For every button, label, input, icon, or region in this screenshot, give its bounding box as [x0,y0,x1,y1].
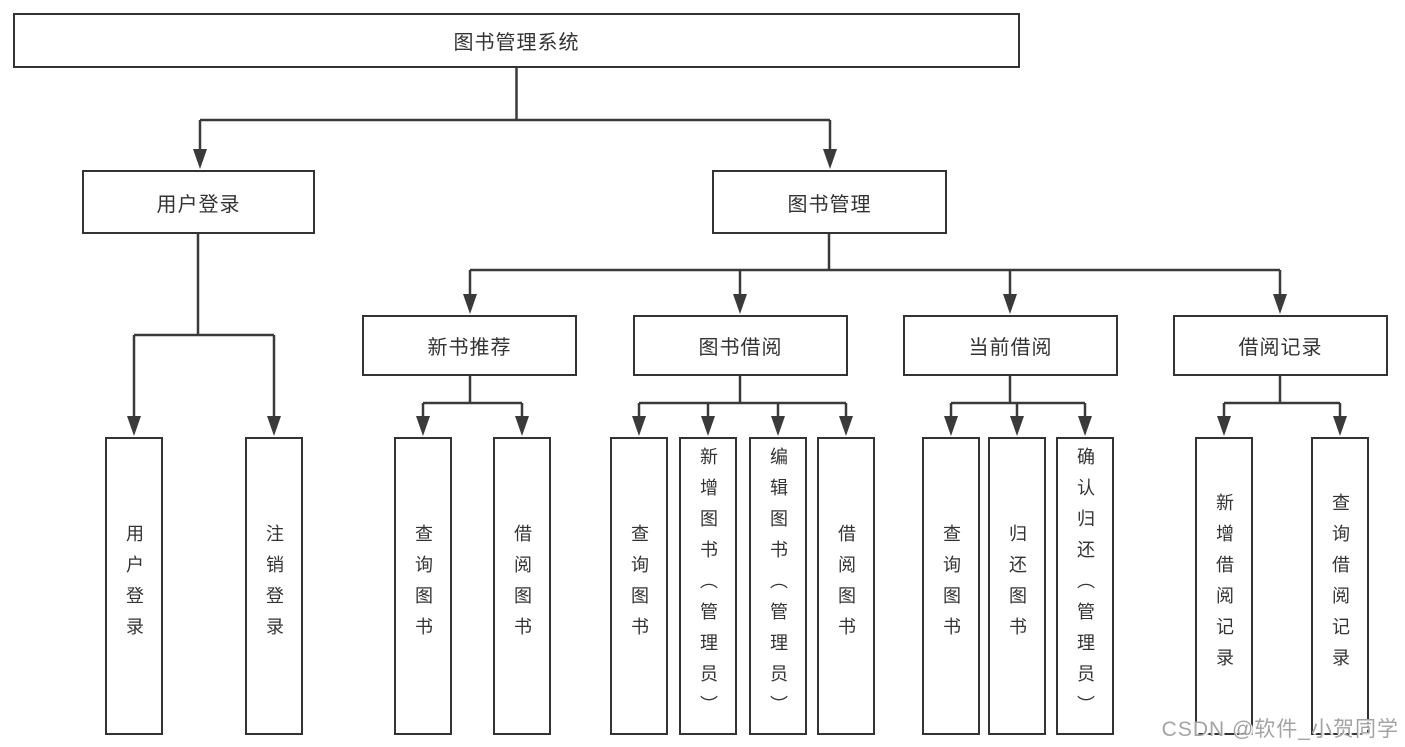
node-current-borrow: 当前借阅 [903,315,1118,376]
node-label: 图书管理 [787,193,872,216]
node-borrow-records: 借阅记录 [1173,315,1388,376]
leaf-query-books-recommend: 查询图书 [394,437,452,735]
node-label: 新书推荐 [427,337,512,359]
leaf-label: 确认归还（管理员） [1075,446,1095,726]
leaf-label: 新增图书（管理员） [698,446,718,726]
arrowheads [127,149,1347,436]
node-book-management: 图书管理 [712,170,947,234]
leaf-label: 注销登录 [264,524,284,648]
node-label: 用户登录 [156,193,241,216]
leaf-label: 借阅图书 [512,524,532,648]
node-label: 图书管理系统 [453,32,580,54]
leaf-confirm-return-admin: 确认归还（管理员） [1056,437,1114,735]
leaf-label: 编辑图书（管理员） [768,446,788,726]
node-label: 当前借阅 [968,337,1053,359]
leaf-user-login: 用户登录 [105,437,163,735]
leaf-query-borrow-record: 查询借阅记录 [1311,437,1369,735]
leaf-label: 查询图书 [629,524,649,648]
leaf-query-books-current: 查询图书 [922,437,980,735]
leaf-label: 用户登录 [124,524,144,648]
leaf-label: 归还图书 [1007,524,1027,648]
node-new-book-recommend: 新书推荐 [362,315,577,376]
csdn-watermark: CSDN @软件_小贺同学 [1161,718,1399,741]
node-book-borrow: 图书借阅 [633,315,848,376]
leaf-add-books-admin: 新增图书（管理员） [679,437,737,735]
leaf-label: 查询图书 [941,524,961,648]
leaf-query-books-borrow: 查询图书 [610,437,668,735]
node-system-root: 图书管理系统 [13,13,1020,68]
node-label: 图书借阅 [698,337,783,359]
leaf-label: 借阅图书 [836,524,856,648]
leaf-return-books: 归还图书 [988,437,1046,735]
leaf-logout: 注销登录 [245,437,303,735]
leaf-label: 查询借阅记录 [1330,493,1350,679]
leaf-borrow-books: 借阅图书 [817,437,875,735]
leaf-edit-books-admin: 编辑图书（管理员） [749,437,807,735]
node-label: 借阅记录 [1238,337,1323,359]
leaf-borrow-books-recommend: 借阅图书 [493,437,551,735]
leaf-label: 新增借阅记录 [1214,493,1234,679]
leaf-label: 查询图书 [413,524,433,648]
node-user-login: 用户登录 [82,170,315,234]
leaf-add-borrow-record: 新增借阅记录 [1195,437,1253,735]
